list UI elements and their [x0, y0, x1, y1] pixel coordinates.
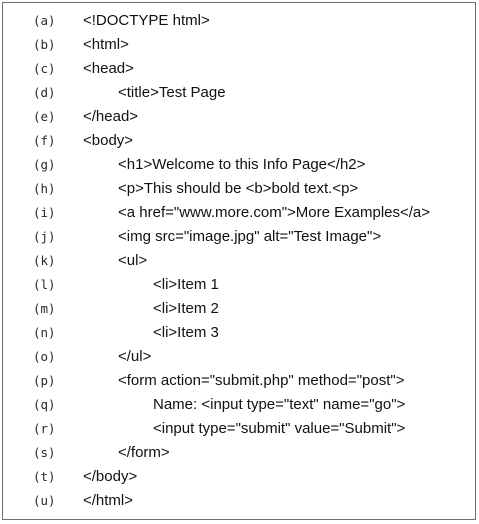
code-line: (u) </html> — [3, 489, 475, 513]
line-code: <head> — [83, 60, 134, 77]
line-code: <img src="image.jpg" alt="Test Image"> — [118, 228, 382, 245]
line-code: </head> — [83, 108, 139, 125]
code-line: (n) <li>Item 3 — [3, 321, 475, 345]
line-code: <ul> — [118, 252, 148, 269]
line-label: (b) — [33, 37, 56, 52]
line-label: (l) — [33, 277, 56, 292]
code-line: (o) </ul> — [3, 345, 475, 369]
line-code: <p>This should be <b>bold text.<p> — [118, 180, 359, 197]
code-line: (q) Name: <input type="text" name="go"> — [3, 393, 475, 417]
line-code: </form> — [118, 444, 170, 461]
line-code: <form action="submit.php" method="post"> — [118, 372, 405, 389]
line-code: <title>Test Page — [118, 84, 226, 101]
code-line: (m) <li>Item 2 — [3, 297, 475, 321]
line-label: (f) — [33, 133, 56, 148]
line-code: <body> — [83, 132, 134, 149]
code-line: (l) <li>Item 1 — [3, 273, 475, 297]
line-label: (o) — [33, 349, 56, 364]
line-label: (k) — [33, 253, 56, 268]
code-line: (s) </form> — [3, 441, 475, 465]
line-code: <li>Item 2 — [153, 300, 219, 317]
line-label: (d) — [33, 85, 56, 100]
code-line: (h) <p>This should be <b>bold text.<p> — [3, 177, 475, 201]
line-code: <html> — [83, 36, 129, 53]
line-label: (n) — [33, 325, 56, 340]
line-label: (p) — [33, 373, 56, 388]
code-line: (c) <head> — [3, 57, 475, 81]
line-code: <li>Item 1 — [153, 276, 219, 293]
line-label: (e) — [33, 109, 56, 124]
line-code: <a href="www.more.com">More Examples</a> — [118, 204, 431, 221]
code-line: (k) <ul> — [3, 249, 475, 273]
code-line: (r) <input type="submit" value="Submit"> — [3, 417, 475, 441]
line-label: (c) — [33, 61, 56, 76]
line-label: (m) — [33, 301, 56, 316]
line-label: (j) — [33, 229, 56, 244]
line-label: (s) — [33, 445, 56, 460]
code-line: (d) <title>Test Page — [3, 81, 475, 105]
code-line: (p) <form action="submit.php" method="po… — [3, 369, 475, 393]
line-label: (t) — [33, 469, 56, 484]
line-label: (h) — [33, 181, 56, 196]
line-code: <input type="submit" value="Submit"> — [153, 420, 406, 437]
line-label: (r) — [33, 421, 56, 436]
code-line: (a) <!DOCTYPE html> — [3, 9, 475, 33]
code-line: (f) <body> — [3, 129, 475, 153]
line-code: <!DOCTYPE html> — [83, 12, 210, 29]
code-line: (i) <a href="www.more.com">More Examples… — [3, 201, 475, 225]
code-listing-box: (a) <!DOCTYPE html> (b) <html> (c) <head… — [2, 2, 476, 520]
line-label: (a) — [33, 13, 56, 28]
line-code: <li>Item 3 — [153, 324, 219, 341]
line-label: (g) — [33, 157, 56, 172]
code-line: (j) <img src="image.jpg" alt="Test Image… — [3, 225, 475, 249]
code-line: (b) <html> — [3, 33, 475, 57]
code-line: (t) </body> — [3, 465, 475, 489]
line-label: (q) — [33, 397, 56, 412]
code-line: (e) </head> — [3, 105, 475, 129]
line-label: (u) — [33, 493, 56, 508]
line-code: </html> — [83, 492, 134, 509]
line-code: <h1>Welcome to this Info Page</h2> — [118, 156, 366, 173]
line-code: </ul> — [118, 348, 152, 365]
line-code: Name: <input type="text" name="go"> — [153, 396, 406, 413]
line-code: </body> — [83, 468, 138, 485]
code-line: (g) <h1>Welcome to this Info Page</h2> — [3, 153, 475, 177]
line-label: (i) — [33, 205, 56, 220]
